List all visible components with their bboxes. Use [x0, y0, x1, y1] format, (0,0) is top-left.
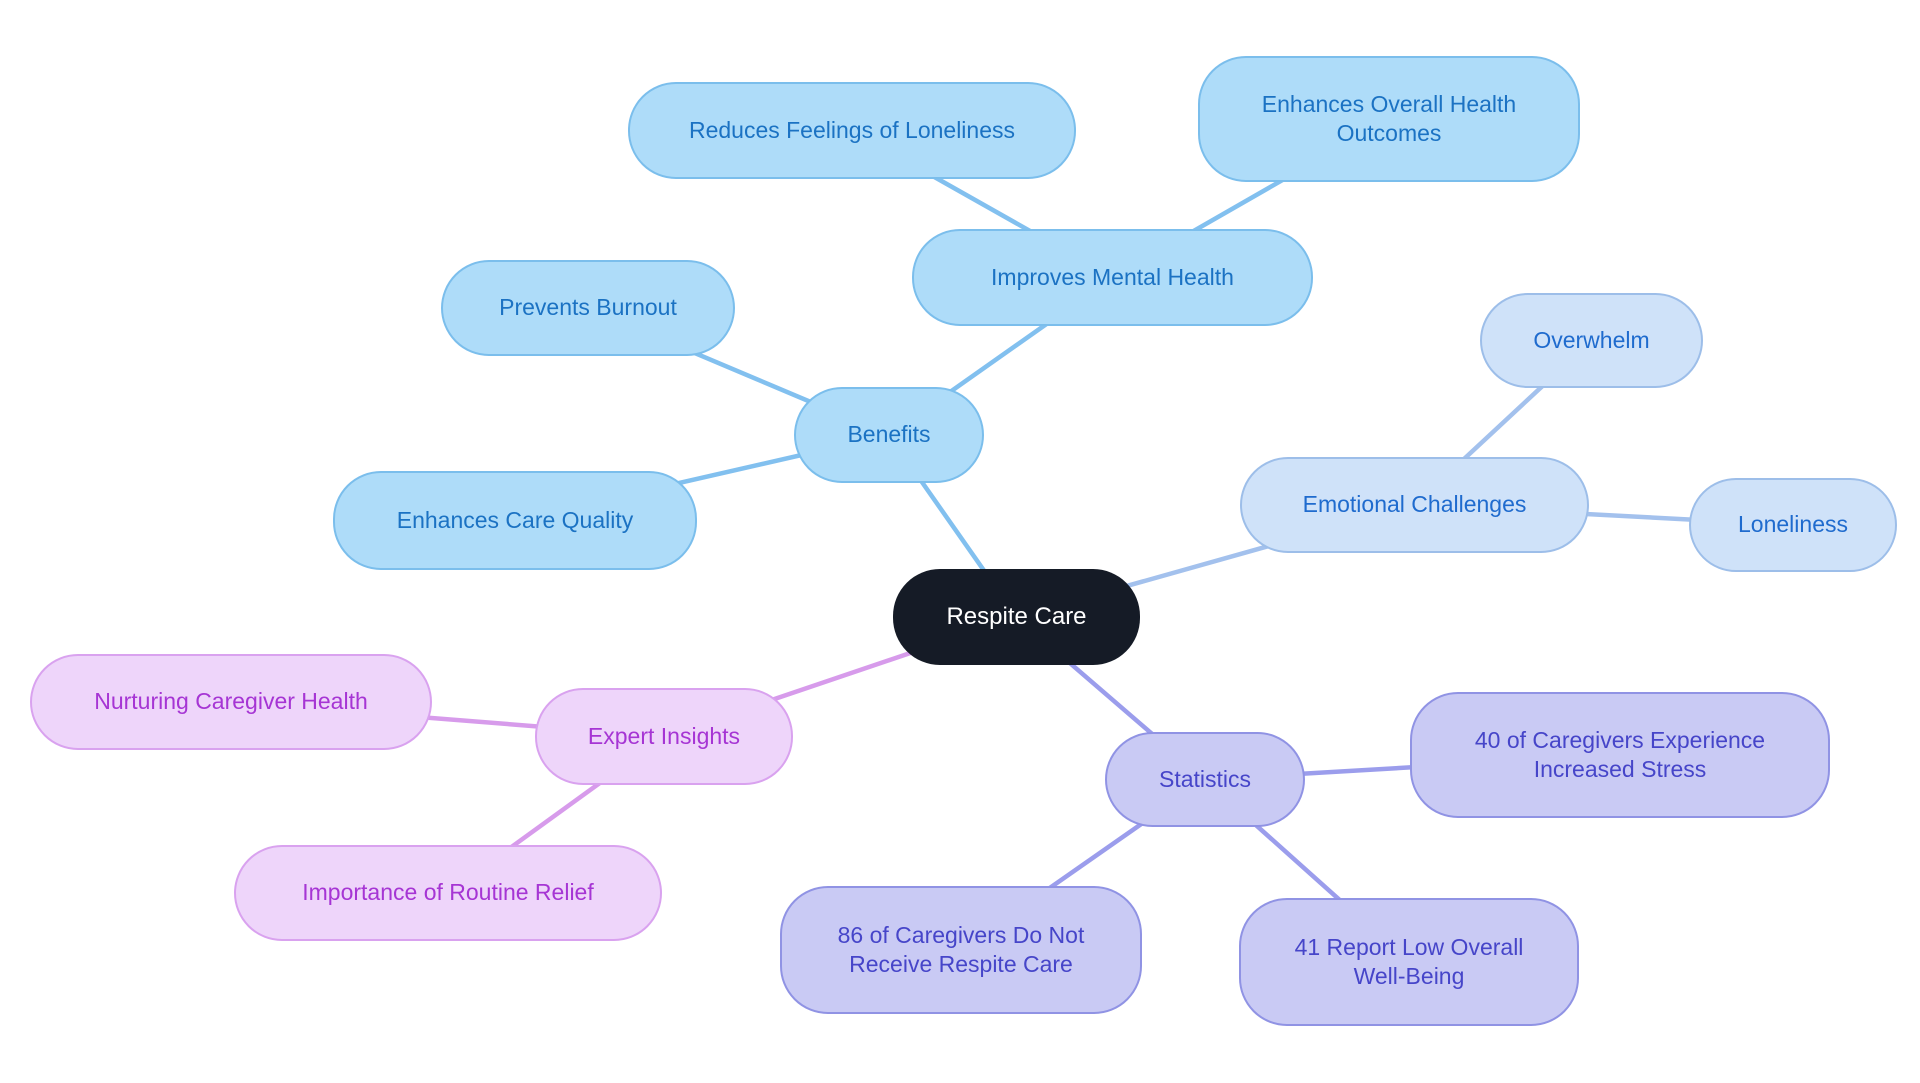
node-label: Reduces Feelings of Loneliness [688, 116, 1016, 143]
node-improves-mental-health[interactable]: Improves Mental Health [912, 229, 1313, 326]
node-enhances-care-quality[interactable]: Enhances Care Quality [333, 471, 697, 570]
node-reduces-feelings-of-loneliness[interactable]: Reduces Feelings of Loneliness [628, 82, 1076, 179]
node-respite-care[interactable]: Respite Care [893, 569, 1140, 665]
node-label: Loneliness [1738, 511, 1848, 538]
node-label: Importance of Routine Relief [302, 879, 594, 906]
node-stat-no-respite-care[interactable]: 86 of Caregivers Do Not Receive Respite … [780, 886, 1142, 1014]
node-label: Emotional Challenges [1302, 491, 1527, 518]
node-label: 86 of Caregivers Do Not Receive Respite … [837, 921, 1085, 977]
node-overwhelm[interactable]: Overwhelm [1480, 293, 1703, 388]
node-prevents-burnout[interactable]: Prevents Burnout [441, 260, 735, 356]
node-importance-of-routine-relief[interactable]: Importance of Routine Relief [234, 845, 662, 941]
node-expert-insights[interactable]: Expert Insights [535, 688, 793, 785]
node-label: Improves Mental Health [991, 263, 1234, 290]
node-label: Benefits [847, 421, 931, 448]
node-label: 40 of Caregivers Experience Increased St… [1474, 726, 1766, 782]
node-statistics[interactable]: Statistics [1105, 732, 1305, 827]
node-label: Respite Care [946, 602, 1087, 630]
node-label: Enhances Overall Health Outcomes [1261, 90, 1517, 146]
node-label: 41 Report Low Overall Well-Being [1294, 933, 1524, 989]
node-stat-low-well-being[interactable]: 41 Report Low Overall Well-Being [1239, 898, 1579, 1026]
node-loneliness[interactable]: Loneliness [1689, 478, 1897, 572]
node-stat-increased-stress[interactable]: 40 of Caregivers Experience Increased St… [1410, 692, 1830, 818]
node-nurturing-caregiver-health[interactable]: Nurturing Caregiver Health [30, 654, 432, 750]
node-benefits[interactable]: Benefits [794, 387, 984, 483]
node-emotional-challenges[interactable]: Emotional Challenges [1240, 457, 1589, 553]
node-label: Enhances Care Quality [396, 506, 634, 533]
node-label: Prevents Burnout [499, 294, 677, 321]
node-label: Statistics [1158, 765, 1252, 792]
node-label: Expert Insights [587, 722, 741, 749]
node-enhances-overall-health-outcomes[interactable]: Enhances Overall Health Outcomes [1198, 56, 1580, 182]
node-label: Nurturing Caregiver Health [94, 688, 368, 715]
node-label: Overwhelm [1533, 326, 1650, 353]
